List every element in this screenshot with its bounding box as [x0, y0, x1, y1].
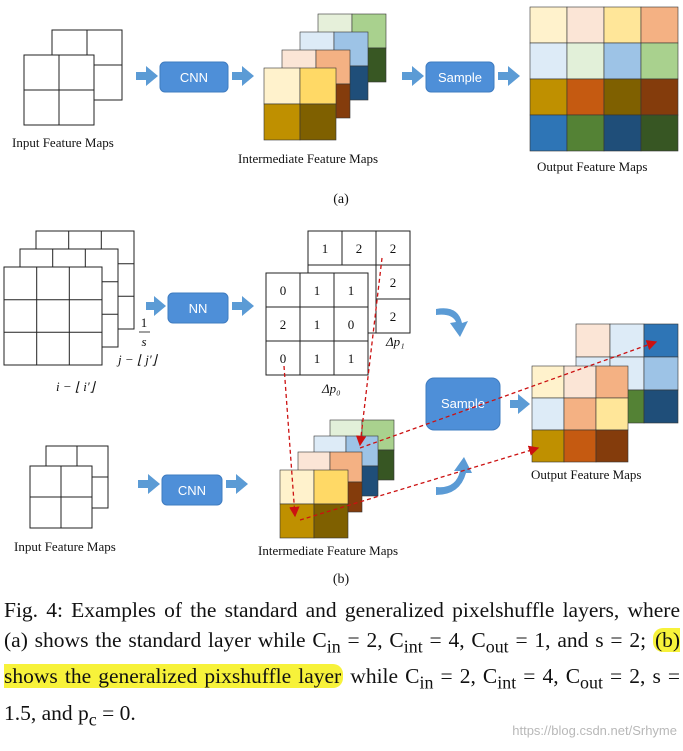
intermediate-label-b: Intermediate Feature Maps — [258, 543, 398, 558]
j-expression: j − ⌊ j′⌋ — [116, 352, 159, 367]
caption-sub: int — [497, 672, 517, 693]
caption-part: Fig. 4: Examples of the standard and gen… — [4, 598, 680, 652]
intermediate-feature-maps-a — [263, 13, 387, 141]
panel-label-a: (a) — [333, 192, 349, 207]
arrow-a3 — [402, 66, 424, 86]
arrow-b5 — [226, 474, 248, 494]
dp0-cell: 1 — [314, 351, 321, 366]
dp1-cell: 2 — [390, 241, 397, 256]
sample-box-a: Sample — [425, 61, 495, 93]
arrow-b1 — [146, 296, 166, 316]
watermark: https://blog.csdn.net/Srhyme — [512, 723, 677, 738]
curved-arrow-down — [436, 308, 468, 337]
dp0-cell: 0 — [280, 283, 287, 298]
dp0-cell: 2 — [280, 317, 287, 332]
dp0-cell: 1 — [314, 317, 321, 332]
arrow-a2 — [232, 66, 254, 86]
output-feature-maps-b — [531, 323, 679, 463]
nn-box: NN — [167, 292, 229, 324]
caption-part: = 4, C — [422, 628, 486, 652]
input-feature-maps-b — [29, 445, 109, 529]
dashed-arrows — [283, 257, 658, 521]
figure: Input Feature Maps CNN Intermediate Feat… — [3, 6, 679, 587]
caption-part: = 2, C — [433, 664, 498, 689]
cnn-box-b: CNN — [161, 474, 223, 506]
arrow-b3 — [510, 394, 530, 414]
panel-label-b: (b) — [333, 572, 350, 587]
arrow-a4 — [498, 66, 520, 86]
dp1-cell: 2 — [356, 241, 363, 256]
cnn-box-a: CNN — [159, 61, 229, 93]
cnn-label-b: CNN — [178, 483, 206, 498]
dp0-cell: 1 — [314, 283, 321, 298]
caption-sub: out — [485, 636, 509, 657]
sample-label-a: Sample — [438, 70, 482, 85]
dp1-cell: 2 — [390, 309, 397, 324]
dp0-cell: 0 — [348, 317, 355, 332]
caption-part: = 1, and s = 2; — [508, 628, 653, 652]
sample-label-b: Sample — [441, 396, 485, 411]
dp0-grid — [265, 272, 369, 376]
figure-caption: Fig. 4: Examples of the standard and gen… — [4, 595, 680, 734]
caption-sub: int — [403, 636, 423, 657]
intermediate-feature-maps-b — [279, 419, 395, 539]
arrow-a1 — [136, 66, 158, 86]
output-label-a: Output Feature Maps — [537, 159, 647, 174]
caption-part: = 4, C — [516, 664, 581, 689]
intermediate-label-a: Intermediate Feature Maps — [238, 151, 378, 166]
caption-part: = 0. — [96, 700, 136, 725]
dp0-cell: 0 — [280, 351, 287, 366]
input-label-b: Input Feature Maps — [14, 539, 116, 554]
arrow-b4 — [138, 474, 160, 494]
output-feature-map-a — [529, 6, 679, 152]
caption-part: = 2, C — [340, 628, 404, 652]
frac-denominator: s — [141, 334, 146, 349]
sample-box-b: Sample — [425, 377, 501, 431]
dp1-label: Δp₁ — [385, 334, 405, 349]
input-feature-maps-b-top — [3, 230, 135, 366]
caption-part: while C — [343, 664, 420, 689]
dp0-cell: 1 — [348, 283, 355, 298]
arrow-b2 — [232, 296, 254, 316]
caption-sub: in — [326, 636, 341, 657]
cnn-label-a: CNN — [180, 70, 208, 85]
i-expression: i − ⌊ i′⌋ — [56, 379, 97, 394]
caption-sub: in — [419, 672, 434, 693]
frac-numerator: 1 — [141, 315, 148, 330]
dp1-cell: 2 — [390, 275, 397, 290]
input-feature-maps-a — [23, 29, 123, 126]
curved-arrow-up — [436, 457, 472, 495]
caption-sub: c — [88, 708, 97, 729]
caption-sub: out — [580, 672, 603, 693]
nn-label: NN — [189, 301, 208, 316]
dp0-label: Δp₀ — [321, 381, 341, 396]
caption-part: = 2, s = 1.5, and p — [4, 664, 681, 725]
output-label-b: Output Feature Maps — [531, 467, 641, 482]
input-label-a: Input Feature Maps — [12, 135, 114, 150]
dp0-cell: 1 — [348, 351, 355, 366]
dp1-cell: 1 — [322, 241, 329, 256]
